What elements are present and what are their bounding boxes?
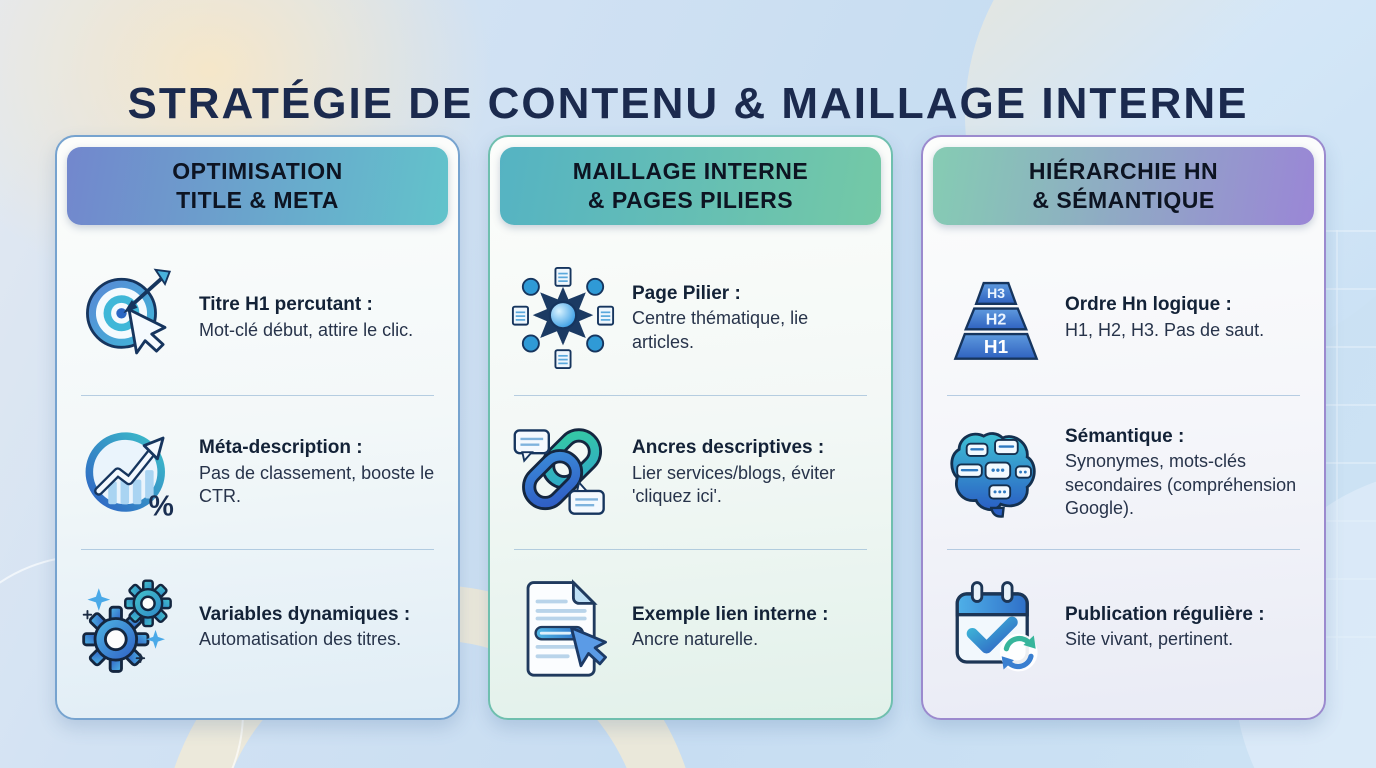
item-title: Ordre Hn logique : bbox=[1065, 294, 1232, 316]
list-item: Publication régulière : Site vivant, per… bbox=[943, 550, 1304, 704]
list-item: Ancres descriptives : Lier services/blog… bbox=[510, 396, 871, 550]
item-title: Variables dynamiques : bbox=[199, 603, 411, 625]
hn-pyramid-icon: H3 H2 H1 bbox=[953, 281, 1039, 360]
pyramid-level-label: H3 bbox=[987, 286, 1005, 302]
card-header-line2: TITLE & META bbox=[176, 187, 339, 213]
item-desc: Synonymes, mots-clés secondaires (compré… bbox=[1065, 451, 1297, 519]
item-text: Exemple lien interne : Ancre naturelle. bbox=[632, 603, 871, 652]
item-desc: Pas de classement, booste le CTR. bbox=[199, 462, 435, 507]
item-desc: Lier services/blogs, éviter 'cliquez ici… bbox=[632, 462, 836, 507]
pyramid-level-label: H2 bbox=[986, 310, 1007, 328]
item-desc: Automatisation des titres. bbox=[199, 629, 402, 650]
card-header-line1: HIÉRARCHIE HN bbox=[1028, 157, 1219, 184]
chain-link-bubbles-icon bbox=[513, 427, 605, 515]
card-rows: Titre H1 percutant : Mot-clé début, atti… bbox=[57, 235, 458, 718]
icon-box bbox=[943, 575, 1049, 679]
card-header-optimisation: OPTIMISATION TITLE & META bbox=[67, 147, 448, 225]
card-rows: H3 H2 H1 Ordre Hn logique : H1, H2, H3. … bbox=[923, 235, 1324, 718]
columns-container: OPTIMISATION TITLE & META bbox=[55, 135, 1326, 720]
gears-sparkles-icon bbox=[82, 579, 172, 674]
item-desc: Mot-clé début, attire le clic. bbox=[199, 319, 414, 340]
item-desc: H1, H2, H3. Pas de saut. bbox=[1065, 319, 1265, 340]
target-arrow-cursor-icon bbox=[86, 268, 172, 355]
icon-box bbox=[943, 421, 1049, 525]
divider bbox=[947, 394, 1300, 396]
card-maillage-interne: MAILLAGE INTERNE & PAGES PILIERS bbox=[488, 135, 893, 720]
list-item: Variables dynamiques : Automatisation de… bbox=[77, 550, 438, 704]
card-header-line2: & SÉMANTIQUE bbox=[1032, 187, 1215, 213]
growth-chart-percent-icon: % bbox=[85, 431, 174, 522]
item-title: Ancres descriptives : bbox=[632, 437, 825, 459]
card-rows: Page Pilier : Centre thématique, lie art… bbox=[490, 235, 891, 718]
item-text: Variables dynamiques : Automatisation de… bbox=[199, 603, 438, 652]
item-text: Méta-description : Pas de classement, bo… bbox=[199, 436, 438, 508]
list-item: Page Pilier : Centre thématique, lie art… bbox=[510, 241, 871, 395]
list-item: Titre H1 percutant : Mot-clé début, atti… bbox=[77, 241, 438, 395]
item-title: Exemple lien interne : bbox=[632, 603, 829, 625]
item-text: Ordre Hn logique : H1, H2, H3. Pas de sa… bbox=[1065, 293, 1304, 342]
icon-box: % bbox=[77, 421, 183, 525]
pyramid-level-label: H1 bbox=[984, 337, 1008, 358]
item-title: Sémantique : bbox=[1065, 425, 1185, 447]
svg-text:%: % bbox=[149, 490, 174, 522]
item-text: Titre H1 percutant : Mot-clé début, atti… bbox=[199, 293, 438, 342]
card-header-maillage: MAILLAGE INTERNE & PAGES PILIERS bbox=[500, 147, 881, 225]
item-title: Publication régulière : bbox=[1065, 603, 1265, 625]
icon-box bbox=[510, 421, 616, 525]
icon-box bbox=[510, 266, 616, 370]
item-text: Ancres descriptives : Lier services/blog… bbox=[632, 436, 871, 508]
item-desc: Ancre naturelle. bbox=[632, 629, 759, 650]
divider bbox=[514, 394, 867, 396]
hub-spoke-icon bbox=[511, 266, 615, 369]
card-optimisation-title-meta: OPTIMISATION TITLE & META bbox=[55, 135, 460, 720]
list-item: % Méta-description : Pas de classement, … bbox=[77, 396, 438, 550]
icon-box bbox=[510, 575, 616, 679]
divider bbox=[947, 549, 1300, 551]
document-link-cursor-icon bbox=[526, 579, 607, 677]
item-text: Sémantique : Synonymes, mots-clés second… bbox=[1065, 425, 1304, 521]
brain-bubbles-icon bbox=[950, 431, 1036, 518]
list-item: H3 H2 H1 Ordre Hn logique : H1, H2, H3. … bbox=[943, 241, 1304, 395]
item-title: Méta-description : bbox=[199, 437, 363, 459]
icon-box bbox=[77, 575, 183, 679]
item-text: Page Pilier : Centre thématique, lie art… bbox=[632, 282, 871, 354]
card-header-hierarchie: HIÉRARCHIE HN & SÉMANTIQUE bbox=[933, 147, 1314, 225]
card-hierarchie-hn: HIÉRARCHIE HN & SÉMANTIQUE bbox=[921, 135, 1326, 720]
icon-box: H3 H2 H1 bbox=[943, 266, 1049, 370]
card-header-line1: OPTIMISATION bbox=[172, 157, 343, 184]
item-text: Publication régulière : Site vivant, per… bbox=[1065, 603, 1304, 652]
item-desc: Centre thématique, lie articles. bbox=[632, 308, 809, 352]
page-title: STRATÉGIE DE CONTENU & MAILLAGE INTERNE bbox=[127, 79, 1249, 129]
card-header-line2: & PAGES PILIERS bbox=[587, 187, 794, 213]
calendar-sync-icon bbox=[955, 581, 1038, 672]
icon-box bbox=[77, 266, 183, 370]
item-title: Titre H1 percutant : bbox=[199, 294, 373, 316]
list-item: Sémantique : Synonymes, mots-clés second… bbox=[943, 396, 1304, 550]
card-header-line1: MAILLAGE INTERNE bbox=[572, 157, 809, 184]
divider bbox=[514, 549, 867, 551]
item-desc: Site vivant, pertinent. bbox=[1065, 629, 1234, 650]
list-item: Exemple lien interne : Ancre naturelle. bbox=[510, 550, 871, 704]
divider bbox=[81, 549, 434, 551]
item-title: Page Pilier : bbox=[632, 282, 741, 304]
